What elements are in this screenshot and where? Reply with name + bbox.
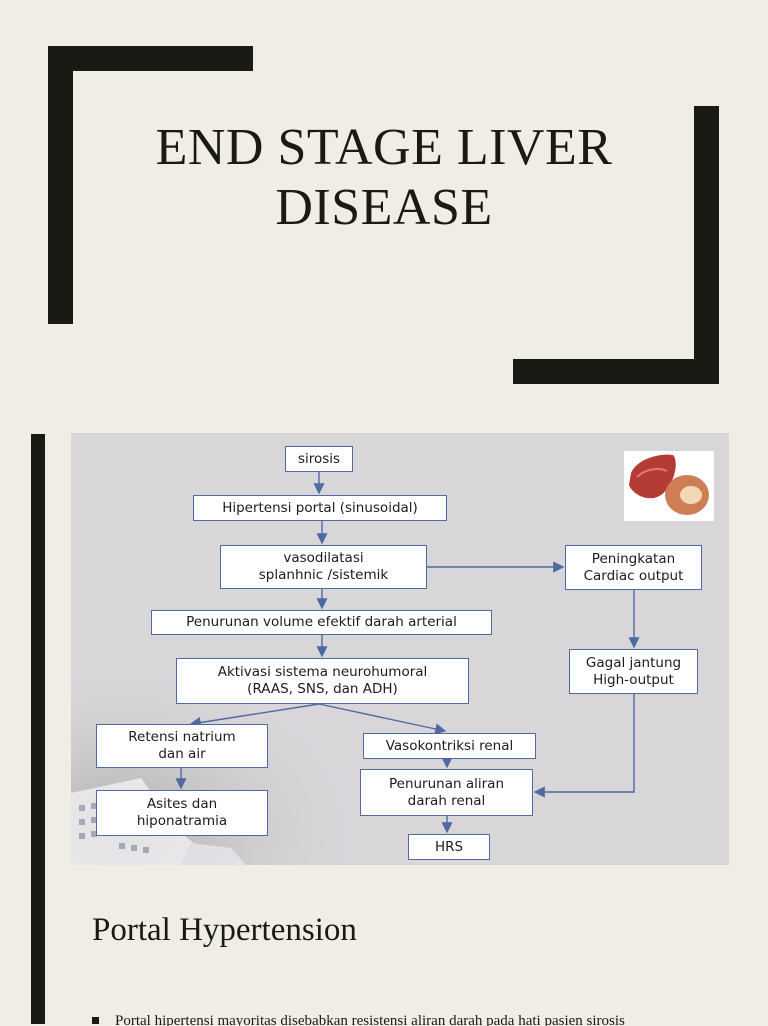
title-slide: END STAGE LIVER DISEASE bbox=[0, 0, 768, 420]
slide-title-line-1: END STAGE LIVER bbox=[155, 119, 613, 176]
flow-diagram: sirosis Hipertensi portal (sinusoidal) v… bbox=[71, 433, 729, 865]
node-hrs: HRS bbox=[408, 834, 490, 860]
node-peningkatan-cardiac-output: Peningkatan Cardiac output bbox=[565, 545, 702, 590]
arrow-aktivasi-vasokontriksi bbox=[318, 703, 447, 735]
frame-bar-bottom-right-vertical bbox=[694, 106, 719, 384]
node-vasokontriksi-renal: Vasokontriksi renal bbox=[363, 733, 536, 759]
arrow-gagal-penurunan-aliran bbox=[533, 694, 635, 798]
frame-bar-top-left-horizontal bbox=[48, 46, 253, 71]
node-gagal-jantung: Gagal jantung High-output bbox=[569, 649, 698, 694]
bullet-square-icon bbox=[92, 1017, 99, 1024]
node-vasodilatasi: vasodilatasi splanhnic /sistemik bbox=[220, 545, 427, 589]
node-penurunan-volume: Penurunan volume efektif darah arterial bbox=[151, 610, 492, 635]
bullet-item: Portal hipertensi mayoritas disebabkan r… bbox=[92, 1012, 768, 1026]
node-hipertensi-portal: Hipertensi portal (sinusoidal) bbox=[193, 495, 447, 521]
node-sirosis: sirosis bbox=[285, 446, 353, 472]
arrow-aktivasi-retensi bbox=[189, 703, 320, 729]
section-title: Portal Hypertension bbox=[92, 912, 357, 948]
frame-bar-top-left-vertical bbox=[48, 46, 73, 324]
frame-bar-bottom-right-horizontal bbox=[513, 359, 719, 384]
node-penurunan-aliran: Penurunan aliran darah renal bbox=[360, 769, 533, 816]
slide-title: END STAGE LIVER DISEASE bbox=[100, 118, 668, 238]
slide-title-line-2: DISEASE bbox=[275, 179, 493, 236]
bullet-text: Portal hipertensi mayoritas disebabkan r… bbox=[115, 1013, 625, 1026]
left-accent-bar bbox=[31, 434, 45, 1024]
node-aktivasi-neurohumoral: Aktivasi sistema neurohumoral (RAAS, SNS… bbox=[176, 658, 469, 704]
content-slide: sirosis Hipertensi portal (sinusoidal) v… bbox=[0, 420, 768, 1026]
node-retensi-natrium: Retensi natrium dan air bbox=[96, 724, 268, 768]
node-asites: Asites dan hiponatramia bbox=[96, 790, 268, 836]
liver-kidney-icon bbox=[624, 451, 714, 521]
